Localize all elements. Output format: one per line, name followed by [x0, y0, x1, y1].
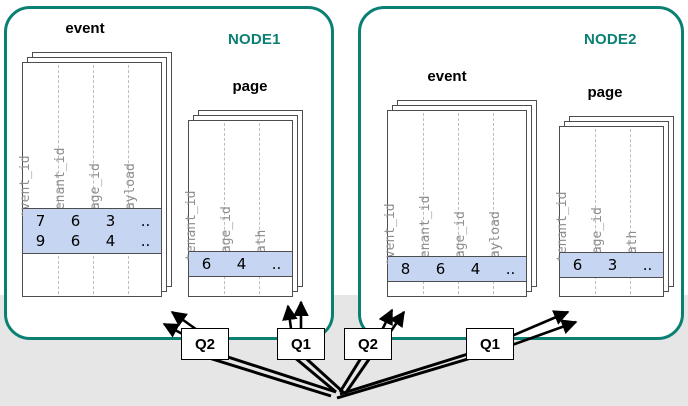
- highlighted-rows-band: 7 6 3 .. 9 6 4 ..: [23, 208, 161, 254]
- cell: ..: [642, 256, 653, 274]
- cell: ..: [140, 232, 151, 250]
- cell: 6: [435, 260, 446, 278]
- column-separator: [58, 65, 59, 294]
- highlighted-rows-band: 6 3 ..: [560, 252, 663, 278]
- column-separator: [93, 65, 94, 294]
- column-separator: [259, 123, 260, 294]
- column-separator: [493, 113, 494, 294]
- cell: 9: [35, 232, 46, 250]
- cell: 6: [70, 212, 81, 230]
- table-node2-event[interactable]: event_id tenant_id page_id payload 8 6 4…: [383, 100, 537, 297]
- table-sheet-front: event_id tenant_id page_id payload 7 6 3…: [18, 62, 162, 297]
- table-title-node1-page: page: [232, 78, 268, 95]
- table-title-node1-event: event: [65, 20, 105, 37]
- column-separator: [224, 123, 225, 294]
- cell: 3: [105, 212, 116, 230]
- highlighted-rows-band: 6 4 ..: [189, 251, 292, 277]
- cell: 3: [607, 256, 618, 274]
- column-separator: [458, 113, 459, 294]
- table-title-node2-event: event: [427, 68, 467, 85]
- query-box-q2-left[interactable]: Q2: [181, 328, 229, 360]
- cell: ..: [271, 255, 282, 273]
- cell: ..: [505, 260, 516, 278]
- highlighted-rows-band: 8 6 4 ..: [388, 256, 526, 282]
- table-sheet-front: tenant_id page_id path 6 4 ..: [184, 120, 293, 297]
- node-label-node2: NODE2: [584, 31, 637, 48]
- cell: 6: [70, 232, 81, 250]
- cell: 7: [35, 212, 46, 230]
- column-separator: [630, 129, 631, 294]
- query-box-q1-left[interactable]: Q1: [277, 328, 325, 360]
- cell: 6: [572, 256, 583, 274]
- cell: 4: [236, 255, 247, 273]
- cell: 4: [105, 232, 116, 250]
- cell: ..: [140, 212, 151, 230]
- column-separator: [595, 129, 596, 294]
- cell: 4: [470, 260, 481, 278]
- table-title-node2-page: page: [587, 84, 623, 101]
- column-separator: [128, 65, 129, 294]
- table-sheet-front: tenant_id page_id path 6 3 ..: [555, 126, 664, 297]
- table-node1-page[interactable]: tenant_id page_id path 6 4 ..: [184, 110, 303, 297]
- cell: 8: [400, 260, 411, 278]
- table-node1-event[interactable]: event_id tenant_id page_id payload 7 6 3…: [18, 52, 172, 297]
- query-box-q1-right[interactable]: Q1: [466, 328, 514, 360]
- table-node2-page[interactable]: tenant_id page_id path 6 3 ..: [555, 116, 674, 297]
- node-label-node1: NODE1: [228, 31, 281, 48]
- column-separator: [423, 113, 424, 294]
- query-box-q2-right[interactable]: Q2: [344, 328, 392, 360]
- cell: 6: [201, 255, 212, 273]
- table-sheet-front: event_id tenant_id page_id payload 8 6 4…: [383, 110, 527, 297]
